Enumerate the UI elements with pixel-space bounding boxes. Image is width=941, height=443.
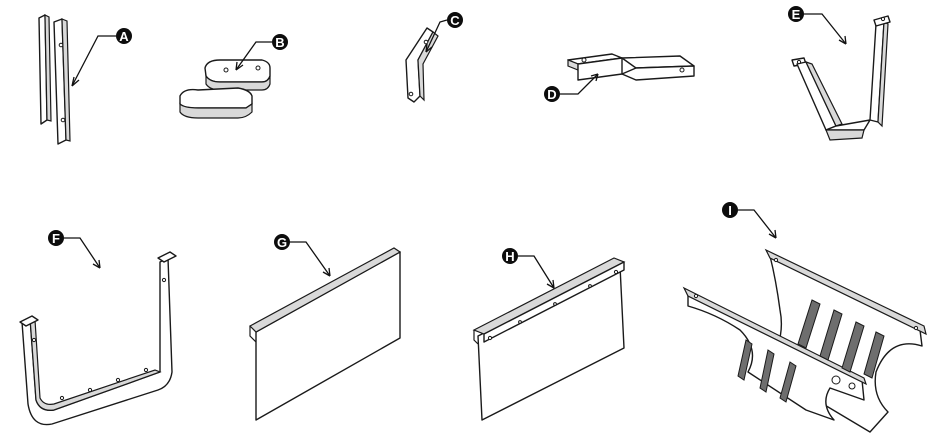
callout-a: A [71, 28, 132, 87]
label-f: F [52, 231, 60, 246]
part-f-uframe [19, 251, 177, 426]
label-i: I [728, 203, 732, 218]
part-i-support [682, 248, 927, 433]
part-h-panel [472, 257, 626, 421]
label-c: C [450, 13, 460, 28]
callout-f: F [48, 230, 101, 269]
part-g-panel [249, 247, 402, 421]
label-a: A [119, 29, 129, 44]
label-d: D [547, 87, 556, 102]
label-e: E [792, 7, 801, 22]
part-a-rails [38, 14, 71, 145]
label-g: G [277, 235, 287, 250]
callout-c: C [425, 12, 463, 53]
part-c-bracket [405, 27, 439, 103]
part-e-vbracket [791, 15, 891, 141]
callout-b: B [235, 34, 288, 71]
callout-g: G [274, 234, 331, 277]
part-b-blocks [179, 59, 271, 119]
callout-e: E [788, 6, 847, 45]
callout-d: D [544, 73, 599, 102]
label-b: B [275, 35, 284, 50]
callout-h: H [502, 248, 555, 289]
label-h: H [505, 249, 514, 264]
callout-i: I [722, 202, 777, 239]
part-d-bracket [567, 53, 695, 81]
